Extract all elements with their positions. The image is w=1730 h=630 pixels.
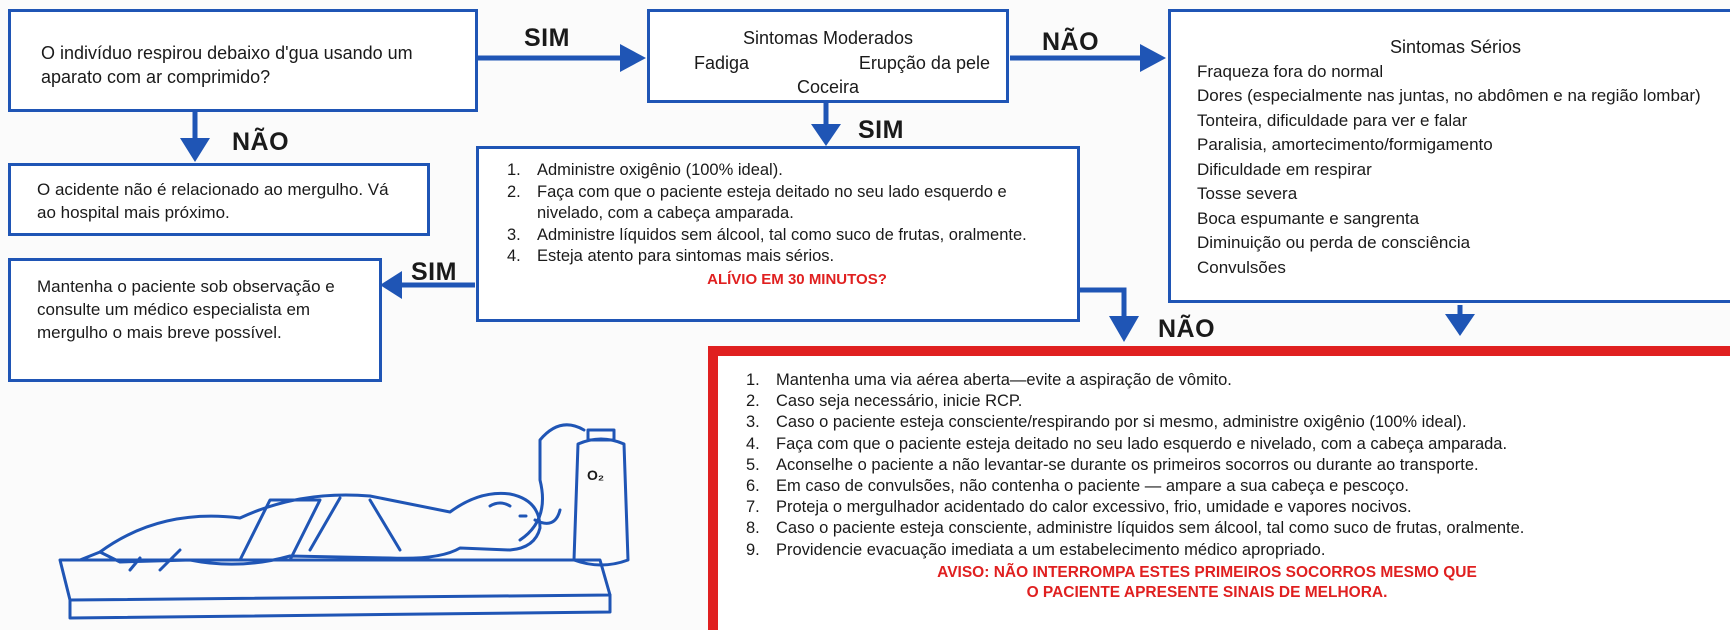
serious-item: Boca espumante e sangrenta <box>1197 208 1420 228</box>
serious-title: Sintomas Sérios <box>1389 37 1522 57</box>
list-item: 4.Faça com que o paciente esteja deitado… <box>746 434 1508 453</box>
list-item: 7.Proteja o mergulhador acidentado do ca… <box>746 498 1412 517</box>
warning-line-2: O PACIENTE APRESENTE SINAIS DE MELHORA. <box>1026 583 1388 601</box>
arrow-yes-3-head <box>380 271 402 299</box>
serious-symptoms-box: Sintomas Sérios Fraqueza fora do normal … <box>1168 9 1730 303</box>
serious-care-steps: 1.Mantenha uma via aérea aberta—evite a … <box>746 370 1728 561</box>
observe-box: Mantenha o paciente sob observação e con… <box>8 258 382 382</box>
serious-item: Dores (especialmente nas juntas, no abdô… <box>1197 86 1701 105</box>
serious-item: Tonteira, dificuldade para ver e falar <box>1197 110 1468 130</box>
moderate-care-box: 1.Administre oxigênio (100% ideal). 2.Fa… <box>476 146 1080 322</box>
arrow-yes-2-head <box>811 124 841 146</box>
list-item: 6.Em caso de convulsões, não contenha o … <box>746 477 1409 496</box>
moderate-care-steps: 1.Administre oxigênio (100% ideal). 2.Fa… <box>507 160 1057 268</box>
serious-item: Paralisia, amortecimento/formigamento <box>1197 135 1493 154</box>
symptom-itching: Coceira <box>796 77 860 97</box>
list-item: 3.Administre líquidos sem álcool, tal co… <box>507 225 1027 244</box>
oxygen-tank-icon <box>518 423 630 567</box>
list-item: 8.Caso o paciente esteja consciente, adm… <box>746 519 1525 538</box>
serious-item: Dificuldade em respirar <box>1197 159 1372 179</box>
question-text: O indivíduo respirou debaixo d'gua usand… <box>41 43 413 87</box>
arrow-serious-head <box>1445 314 1475 336</box>
list-item: 1.Mantenha uma via aérea aberta—evite a … <box>746 371 1232 389</box>
label-yes-2: SIM <box>858 116 904 144</box>
symptom-fatigue: Fadiga <box>694 53 750 73</box>
label-yes-1: SIM <box>524 24 570 52</box>
oxygen-tank-label: O₂ <box>587 467 604 483</box>
arrow-yes-1-head <box>620 44 646 72</box>
warning-line-1: AVISO: NÃO INTERROMPA ESTES PRIMEIROS SO… <box>937 563 1477 581</box>
label-no-3: NÃO <box>1158 315 1216 343</box>
list-item: 2.Faça com que o paciente esteja deitado… <box>507 182 1007 223</box>
arrow-no-3-line <box>1078 287 1127 320</box>
question-box: O indivíduo respirou debaixo d'gua usand… <box>8 9 478 112</box>
label-no-1: NÃO <box>232 128 290 156</box>
list-item: 4.Esteja atento para sintomas mais sério… <box>507 247 835 265</box>
patient-figure <box>98 491 542 566</box>
serious-item: Fraqueza fora do normal <box>1197 61 1384 81</box>
list-item: 3.Caso o paciente esteja consciente/resp… <box>746 413 1467 432</box>
serious-item: Diminuição ou perda de consciência <box>1197 233 1471 252</box>
list-item: 5.Aconselhe o paciente a não levantar-se… <box>746 455 1479 474</box>
label-no-2: NÃO <box>1042 28 1100 56</box>
relief-question: ALÍVIO EM 30 MINUTOS? <box>707 270 887 288</box>
arrow-no-1-head <box>180 138 210 162</box>
serious-care-box: 1.Mantenha uma via aérea aberta—evite a … <box>708 346 1730 630</box>
mattress-icon <box>58 558 612 602</box>
not-diving-text: O acidente não é relacionado ao mergulho… <box>37 180 389 222</box>
moderate-title: Sintomas Moderados <box>742 28 914 48</box>
moderate-symptoms-box: Sintomas Moderados Fadiga Erupção da pel… <box>647 9 1009 103</box>
symptom-rash: Erupção da pele <box>858 53 990 73</box>
serious-item: Convulsões <box>1197 257 1286 277</box>
label-yes-3: SIM <box>411 258 457 286</box>
observe-text: Mantenha o paciente sob observação e con… <box>37 277 335 342</box>
arrow-no-2-head <box>1140 44 1166 72</box>
list-item: 1.Administre oxigênio (100% ideal). <box>507 161 783 179</box>
arrow-no-3-head <box>1109 316 1139 342</box>
not-diving-box: O acidente não é relacionado ao mergulho… <box>8 163 430 236</box>
serious-item: Tosse severa <box>1197 184 1298 203</box>
patient-illustration: O₂ <box>58 423 630 620</box>
list-item: 2.Caso seja necessário, inicie RCP. <box>746 392 1023 411</box>
list-item: 9.Providencie evacuação imediata a um es… <box>746 540 1326 559</box>
